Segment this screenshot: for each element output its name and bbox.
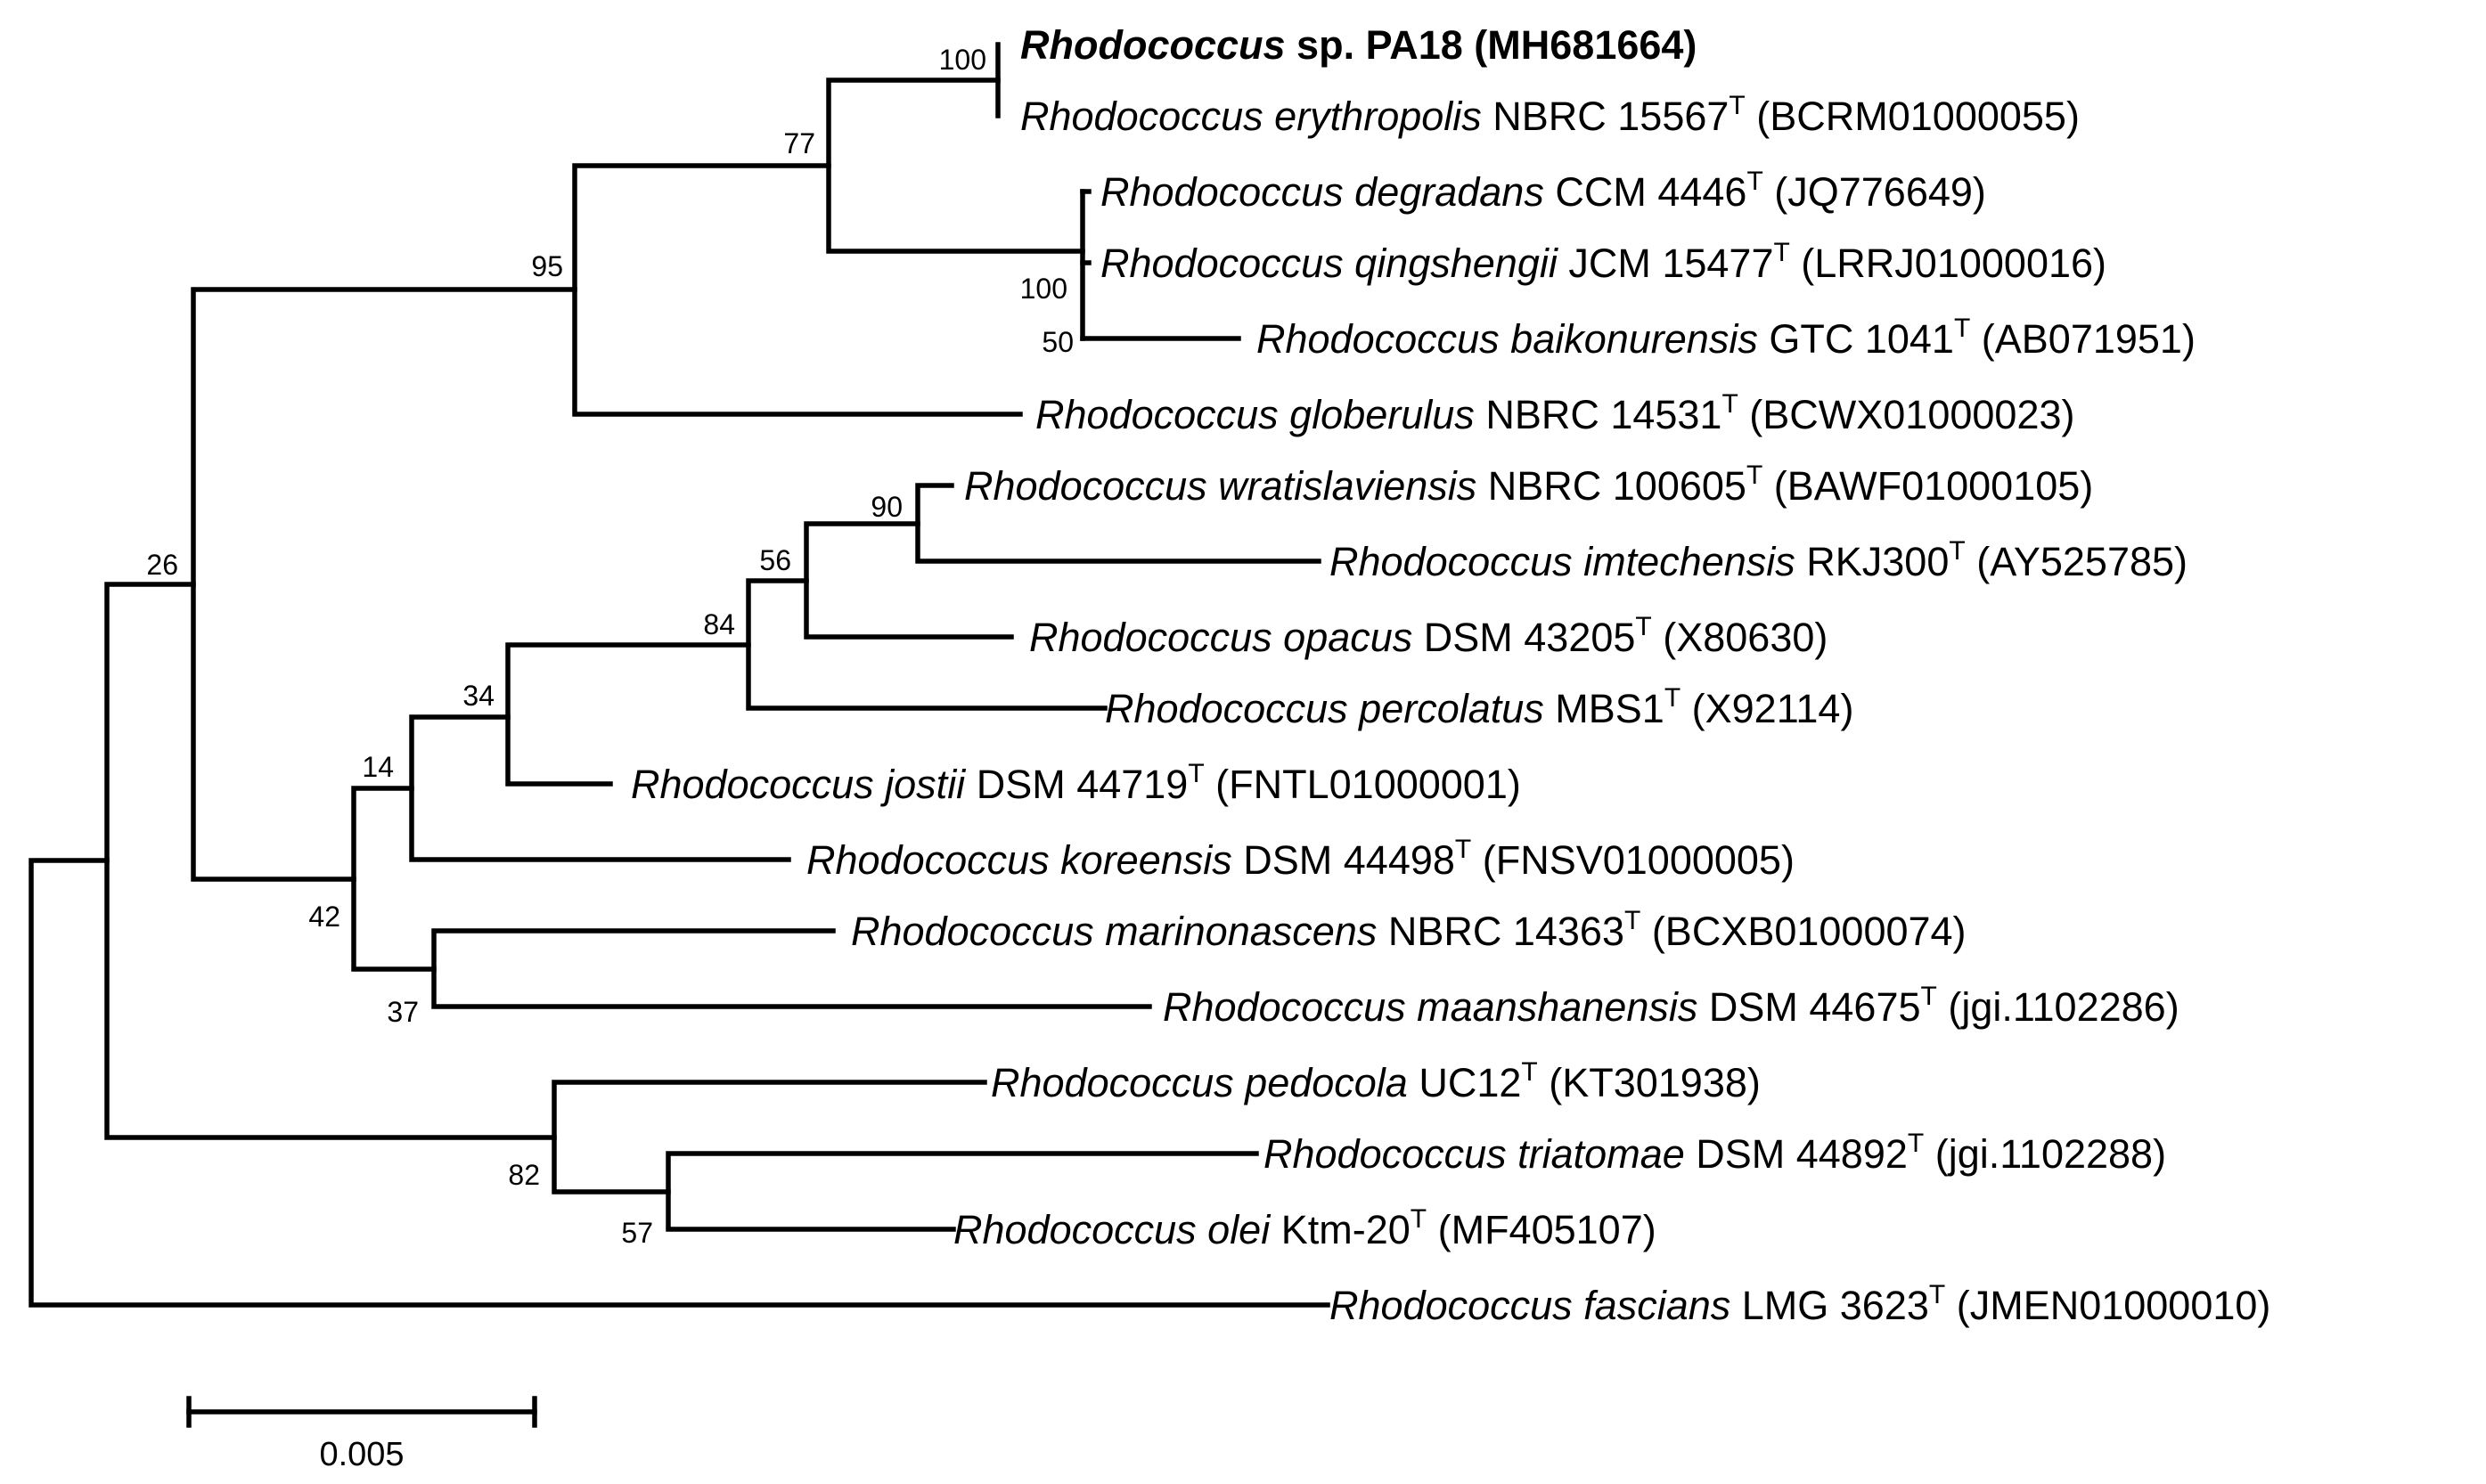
tree-branches [29,42,1330,1308]
taxon-label: Rhodococcus pedocola UC12T (KT301938) [991,1057,1761,1105]
bootstrap-value: 56 [759,544,791,576]
taxon-label: Rhodococcus percolatus MBS1T (X92114) [1105,683,1853,731]
bootstrap-value: 50 [1042,326,1074,358]
branch-node-42 [351,786,437,972]
bootstrap-values: 100 77 100 50 95 90 56 84 34 14 42 37 26 57 82 [146,44,1074,1249]
branch-root [29,858,1330,1308]
taxon-label: Rhodococcus maanshanensis DSM 44675T (jg… [1163,982,2179,1030]
taxon-label: Rhodococcus erythropolis NBRC 15567T (BC… [1020,91,2080,139]
bootstrap-value: 37 [387,996,419,1028]
bootstrap-value: 42 [308,901,340,933]
taxon-label: Rhodococcus opacus DSM 43205T (X80630) [1029,612,1828,660]
bootstrap-value: 82 [508,1159,540,1191]
bootstrap-value: 34 [462,680,495,712]
branch-node-34 [505,642,751,787]
taxon-label: Rhodococcus koreensis DSM 44498T (FNSV01… [806,835,1795,883]
scale-bar: 0.005 [186,1396,537,1473]
branch-node-95 [572,163,1023,417]
branch-node-82 [552,1080,987,1195]
bootstrap-value: 100 [939,44,986,76]
branch-node-56 [804,521,1014,640]
scale-bar-label: 0.005 [319,1436,404,1473]
bootstrap-value: 95 [531,250,563,282]
bootstrap-value: 57 [621,1217,653,1249]
taxon-label: Rhodococcus degradans CCM 4446T (JQ77664… [1100,167,1986,215]
bootstrap-value: 90 [871,491,903,523]
taxon-label: Rhodococcus sp. PA18 (MH681664) [1020,22,1697,68]
taxon-label: Rhodococcus marinonascens NBRC 14363T (B… [851,906,1967,954]
taxon-label: Rhodococcus globerulus NBRC 14531T (BCWX… [1035,389,2075,437]
taxon-label: Rhodococcus baikonurensis GTC 1041T (AB0… [1256,314,2196,362]
taxon-label: Rhodococcus olei Ktm-20T (MF405107) [953,1204,1656,1252]
bootstrap-value: 84 [703,608,735,640]
taxon-labels: Rhodococcus sp. PA18 (MH681664) Rhodococc… [631,22,2270,1328]
taxon-label: Rhodococcus fascians LMG 3623T (JMEN0100… [1329,1280,2270,1328]
taxon-label: Rhodococcus triatomae DSM 44892T (jgi.11… [1263,1129,2166,1177]
taxon-label: Rhodococcus jostii DSM 44719T (FNTL01000… [631,759,1521,807]
branch-tips-degradans-qingshengii [1080,189,1092,265]
bootstrap-value: 26 [146,549,178,581]
bootstrap-value: 77 [783,127,815,159]
bootstrap-value: 14 [362,751,394,783]
taxon-label: Rhodococcus wratislaviensis NBRC 100605T… [964,461,2093,509]
bootstrap-value: 100 [1020,273,1067,305]
taxon-label: Rhodococcus imtechensis RKJ300T (AY52578… [1329,536,2188,584]
taxon-label: Rhodococcus qingshengii JCM 15477T (LRRJ… [1100,238,2106,286]
